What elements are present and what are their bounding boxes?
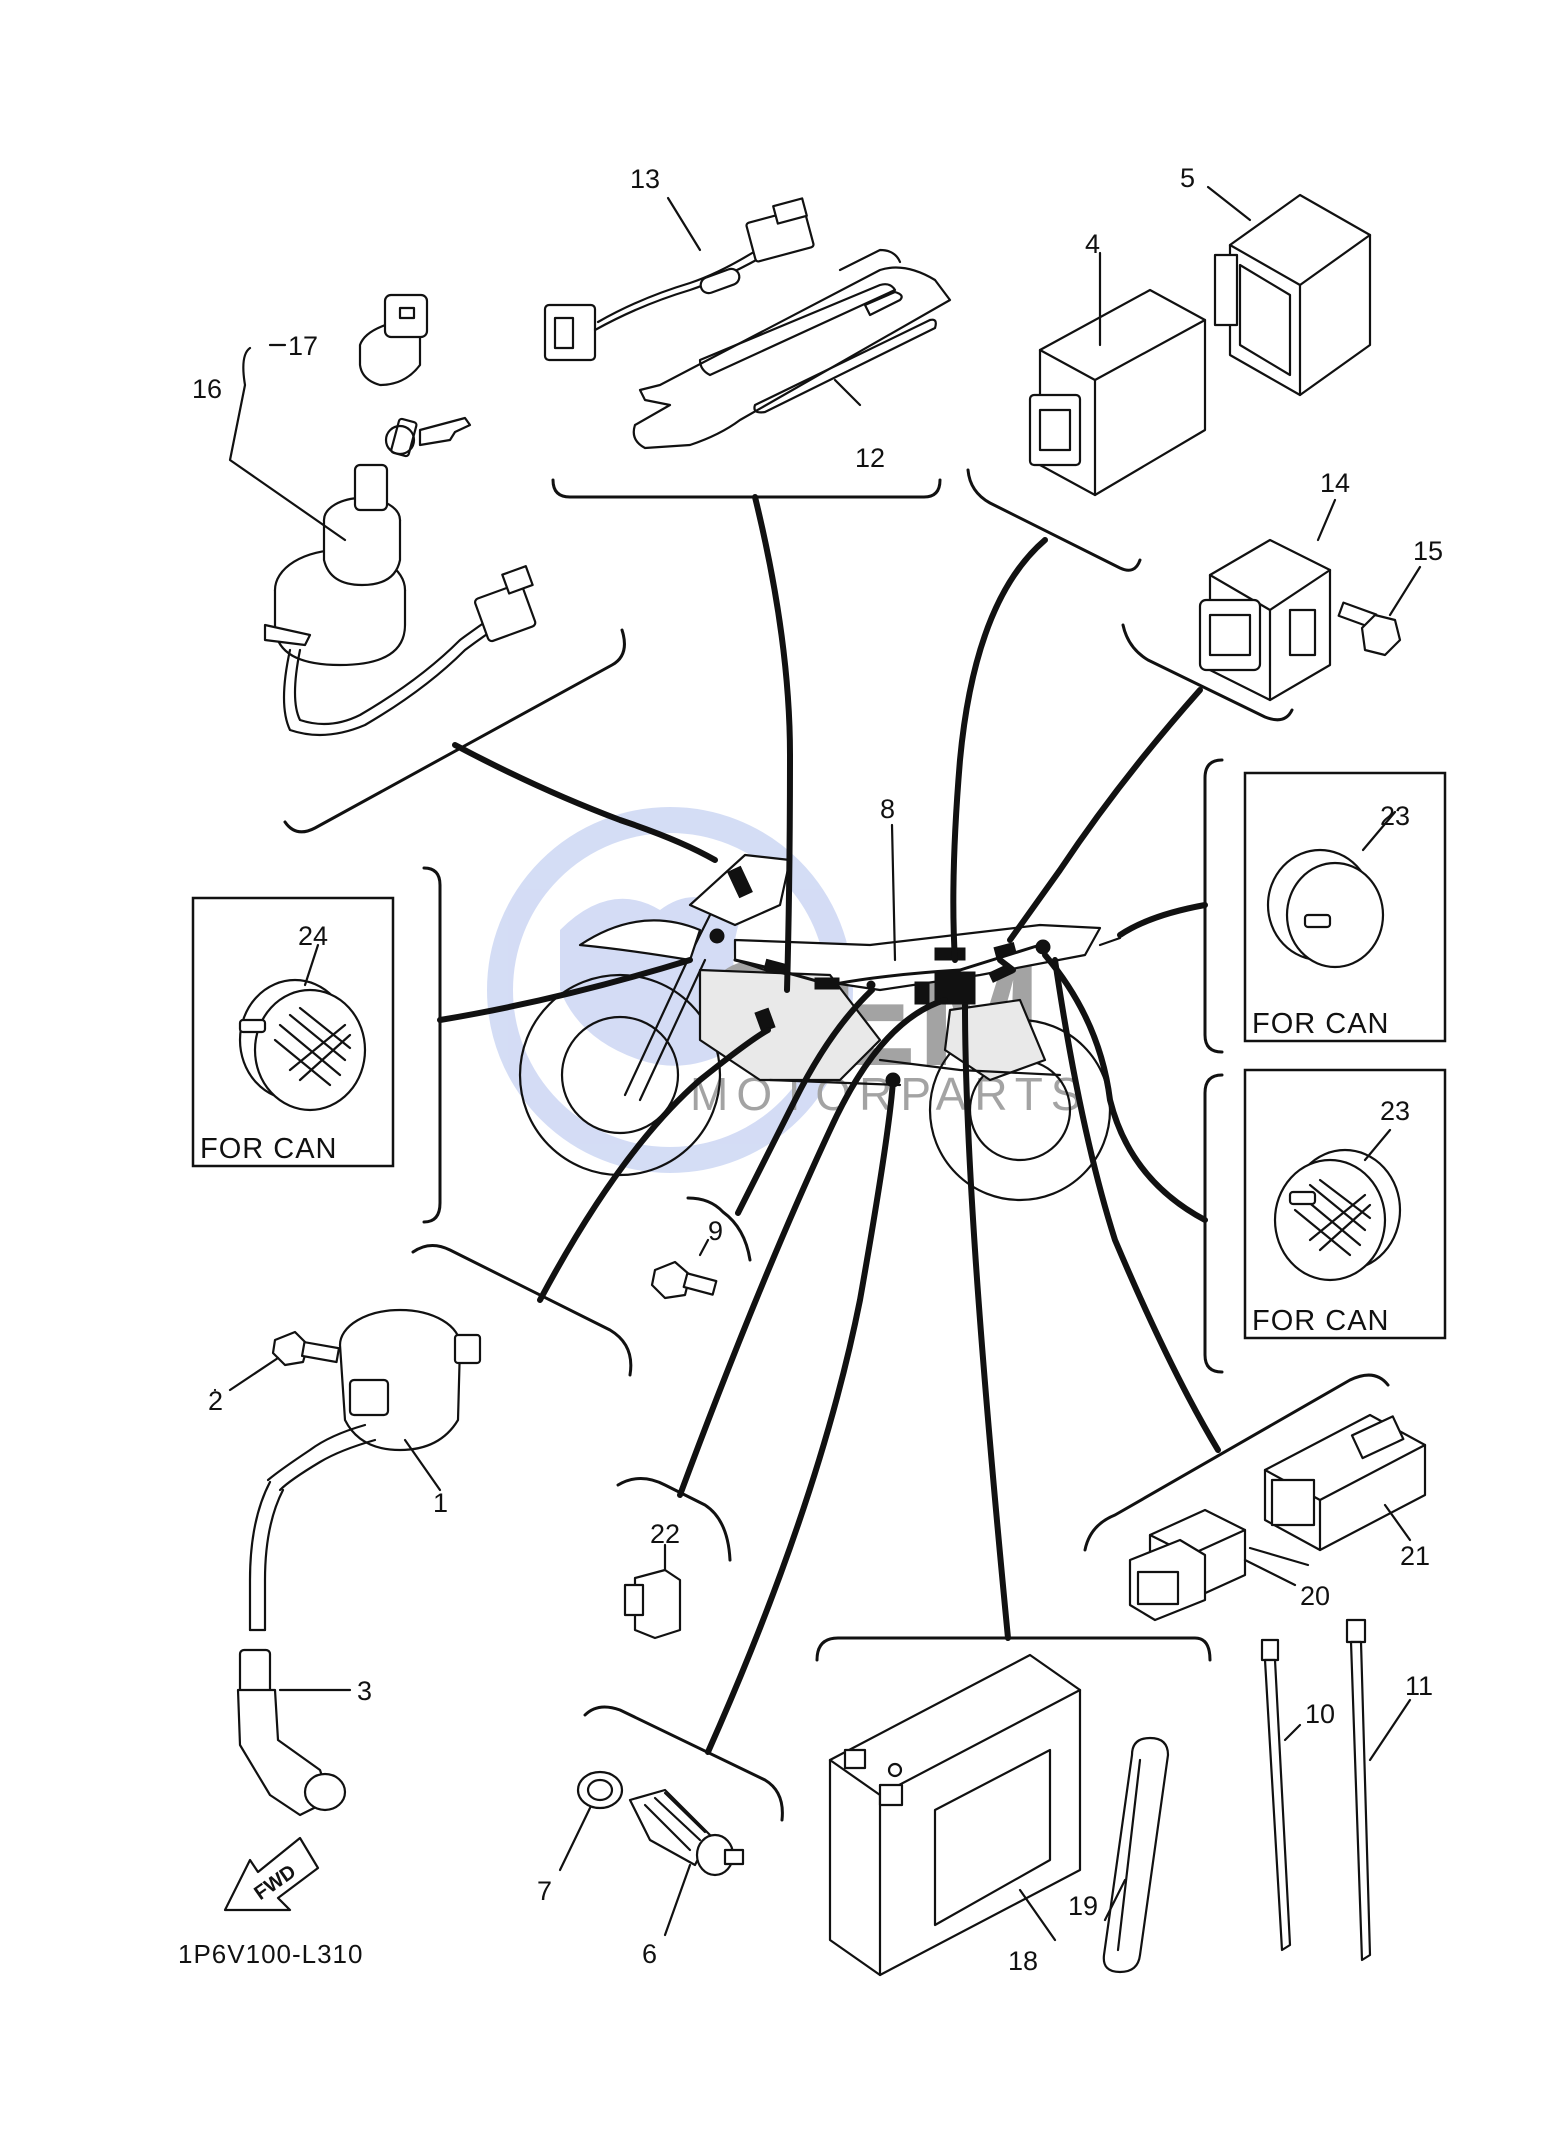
bracket-23b bbox=[1203, 1073, 1224, 1374]
part-14-relay bbox=[1198, 538, 1332, 702]
part-3-plug-cap bbox=[236, 1648, 352, 1817]
callout-9: 9 bbox=[708, 1216, 723, 1246]
bracket-24 bbox=[422, 866, 442, 1224]
part-7-washer bbox=[558, 1770, 624, 1872]
callout-4: 4 bbox=[1085, 229, 1100, 259]
part-2-bolt bbox=[228, 1330, 341, 1392]
part-19-band bbox=[1102, 1736, 1170, 1974]
callout-13: 13 bbox=[630, 164, 660, 194]
bracket-6-7 bbox=[583, 1705, 784, 1822]
bracket-14-15 bbox=[1121, 623, 1294, 722]
callout-18: 18 bbox=[1008, 1946, 1038, 1976]
diagram-code: 1P6V100-L310 bbox=[178, 1939, 363, 1969]
callout-11: 11 bbox=[1405, 1671, 1433, 1701]
callout-23-bottom: 23 bbox=[1380, 1096, 1410, 1126]
callout-leaders bbox=[213, 185, 1422, 1567]
part-13-wire-lead bbox=[543, 197, 815, 362]
part-11-cable-tie bbox=[1345, 1618, 1412, 1962]
callout-2: 2 bbox=[208, 1386, 223, 1416]
for-can-label-23-top: FOR CAN bbox=[1252, 1008, 1390, 1040]
leader-lines bbox=[437, 494, 1221, 1755]
callout-8: 8 bbox=[880, 794, 895, 824]
for-can-box-23-bottom bbox=[1243, 1068, 1447, 1340]
for-can-box-23-top bbox=[1243, 771, 1447, 1043]
callout-1: 1 bbox=[433, 1488, 448, 1518]
callout-23-top: 23 bbox=[1380, 801, 1410, 831]
callout-14: 14 bbox=[1320, 468, 1350, 498]
callout-10: 10 bbox=[1305, 1699, 1335, 1729]
part-22-fuse bbox=[623, 1543, 682, 1640]
callout-19: 19 bbox=[1068, 1891, 1098, 1921]
for-can-label-24: FOR CAN bbox=[200, 1133, 338, 1165]
part-10-cable-tie bbox=[1260, 1638, 1302, 1952]
part-18-battery bbox=[828, 1653, 1082, 1977]
callout-3: 3 bbox=[357, 1676, 372, 1706]
part-6-sensor bbox=[628, 1788, 745, 1937]
fwd-arrow-icon: FWD bbox=[223, 1836, 320, 1912]
part-16-main-switch bbox=[263, 416, 537, 737]
part-1-ignition-coil bbox=[248, 1308, 482, 1632]
for-can-label-23-bottom: FOR CAN bbox=[1252, 1305, 1390, 1337]
bracket-12-13 bbox=[551, 478, 942, 499]
bracket-22 bbox=[616, 1477, 732, 1562]
callout-12: 12 bbox=[855, 443, 885, 473]
part-17-cap bbox=[358, 293, 429, 387]
part-21-coupler bbox=[1263, 1413, 1427, 1552]
part-12-plate bbox=[632, 248, 952, 450]
callout-21: 21 bbox=[1400, 1541, 1430, 1571]
part-4-relay bbox=[1028, 288, 1207, 497]
callout-22: 22 bbox=[650, 1519, 680, 1549]
part-5-cover bbox=[1213, 193, 1372, 397]
bracket-4-5 bbox=[966, 468, 1142, 572]
callout-labels: 13 12 4 5 14 15 17 16 8 23 23 24 9 2 1 3… bbox=[192, 163, 1443, 1976]
bracket-9 bbox=[686, 1196, 752, 1262]
part-9-bolt bbox=[650, 1260, 718, 1300]
callout-20: 20 bbox=[1300, 1581, 1330, 1611]
bracket-1-3 bbox=[411, 1244, 633, 1377]
bracket-18 bbox=[815, 1636, 1212, 1662]
callout-5: 5 bbox=[1180, 163, 1195, 193]
for-can-box-24 bbox=[191, 896, 395, 1168]
callout-7: 7 bbox=[537, 1876, 552, 1906]
part-20-coupler bbox=[1128, 1508, 1297, 1622]
group-brackets bbox=[283, 468, 1390, 1822]
callout-6: 6 bbox=[642, 1939, 657, 1969]
callout-16: 16 bbox=[192, 374, 222, 404]
part-15-bolt bbox=[1337, 601, 1402, 657]
callout-24: 24 bbox=[298, 921, 328, 951]
callout-15: 15 bbox=[1413, 536, 1443, 566]
bracket-20-21 bbox=[1083, 1373, 1390, 1552]
callout-17: 17 bbox=[288, 331, 318, 361]
